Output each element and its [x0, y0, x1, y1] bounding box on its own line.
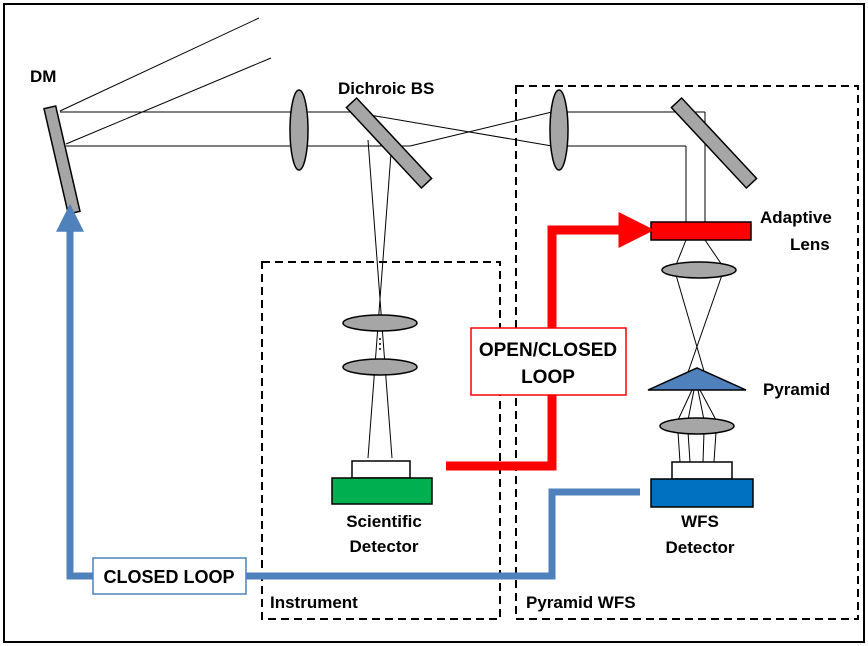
relay-lens-1 — [289, 89, 309, 171]
dm-label: DM — [30, 67, 56, 86]
wfs-lens-1 — [661, 261, 737, 279]
deformable-mirror — [43, 105, 81, 215]
wfs-detector — [650, 478, 754, 508]
scientific-detector-window — [351, 460, 411, 479]
open-closed-loop-box — [470, 327, 627, 396]
ellipsis-dots — [379, 338, 381, 350]
adaptive-lens-label-line2: Lens — [790, 235, 830, 254]
outer-frame — [3, 3, 865, 643]
pyramid-prism — [647, 367, 747, 391]
scientific-detector-label-line1: Scientific — [346, 512, 422, 531]
instrument-box — [261, 261, 501, 620]
wfs-beam — [675, 112, 723, 463]
wfs-detector-label-line1: WFS — [681, 512, 719, 531]
adaptive-lens — [650, 221, 752, 241]
open-closed-label-line2: LOOP — [521, 367, 575, 388]
incoming-beam — [59, 17, 272, 145]
science-beam — [367, 139, 393, 459]
scientific-detector-label-line2: Detector — [350, 537, 419, 556]
instrument-label: Instrument — [270, 593, 358, 612]
dichroic-label: Dichroic BS — [338, 79, 434, 98]
wfs-detector-window — [671, 461, 733, 480]
wfs-input-lens — [549, 89, 569, 171]
wfs-lens-2 — [659, 417, 735, 435]
fold-mirror — [670, 96, 758, 190]
dichroic-beam-splitter — [345, 96, 433, 190]
wfs-detector-label-line2: Detector — [666, 538, 735, 557]
closed-loop-label: CLOSED LOOP — [103, 567, 234, 587]
closed-loop-box — [92, 557, 247, 595]
pyramid-wfs-label: Pyramid WFS — [526, 593, 636, 612]
adaptive-lens-label-line1: Adaptive — [760, 208, 832, 227]
pyramid-label: Pyramid — [763, 380, 830, 399]
instrument-lens-2 — [342, 358, 418, 376]
scientific-detector — [331, 477, 433, 505]
closed-loop-path — [56, 203, 640, 580]
instrument-lens-1 — [342, 314, 418, 332]
open-closed-label-line1: OPEN/CLOSED — [479, 340, 617, 361]
